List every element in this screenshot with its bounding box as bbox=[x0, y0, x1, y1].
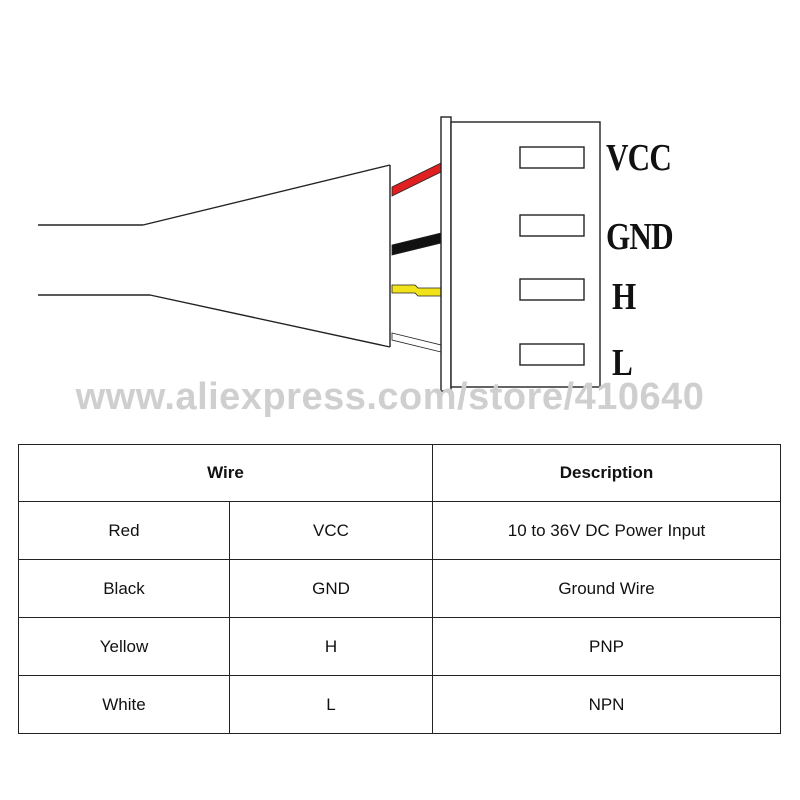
cell-description: 10 to 36V DC Power Input bbox=[432, 501, 782, 560]
pin-label-vcc: VCC bbox=[606, 137, 672, 179]
table-row: Black GND Ground Wire bbox=[18, 559, 782, 618]
cell-pin: GND bbox=[228, 559, 434, 618]
cell-description: Ground Wire bbox=[432, 559, 782, 618]
pin-table: Wire Description Red VCC 10 to 36V DC Po… bbox=[17, 444, 782, 734]
cable bbox=[38, 164, 391, 348]
table-row: Yellow H PNP bbox=[18, 617, 782, 676]
cell-wire-color: White bbox=[18, 675, 230, 734]
pin-slot-gnd bbox=[519, 214, 585, 237]
watermark: www.aliexpress.com/store/410640 bbox=[75, 376, 705, 418]
cell-pin: VCC bbox=[228, 501, 434, 560]
yellow-wire bbox=[391, 284, 442, 297]
cable-taper-bottom bbox=[149, 294, 391, 348]
connector-housing bbox=[440, 116, 601, 392]
cell-wire-color: Yellow bbox=[18, 617, 230, 676]
pin-label-h: H bbox=[612, 276, 636, 318]
cell-pin: H bbox=[228, 617, 434, 676]
table-row: White L NPN bbox=[18, 675, 782, 734]
wires bbox=[391, 162, 442, 353]
connector-diagram bbox=[38, 116, 601, 392]
pin-label-l: L bbox=[612, 342, 633, 384]
header-description: Description bbox=[432, 444, 782, 502]
connector-flange bbox=[440, 116, 452, 392]
cable-taper-top bbox=[142, 164, 391, 226]
red-wire bbox=[391, 162, 442, 197]
black-wire bbox=[391, 232, 442, 256]
cell-wire-color: Red bbox=[18, 501, 230, 560]
cell-wire-color: Black bbox=[18, 559, 230, 618]
pin-label-gnd: GND bbox=[606, 216, 674, 258]
table-header-row: Wire Description bbox=[17, 444, 782, 502]
pin-slot-l bbox=[519, 343, 585, 366]
pin-slot-h bbox=[519, 278, 585, 301]
cell-pin: L bbox=[228, 675, 434, 734]
table-row: Red VCC 10 to 36V DC Power Input bbox=[18, 501, 782, 560]
cell-description: PNP bbox=[432, 617, 782, 676]
white-wire bbox=[391, 332, 442, 353]
pin-slot-vcc bbox=[519, 146, 585, 169]
cell-description: NPN bbox=[432, 675, 782, 734]
header-wire: Wire bbox=[17, 444, 434, 502]
